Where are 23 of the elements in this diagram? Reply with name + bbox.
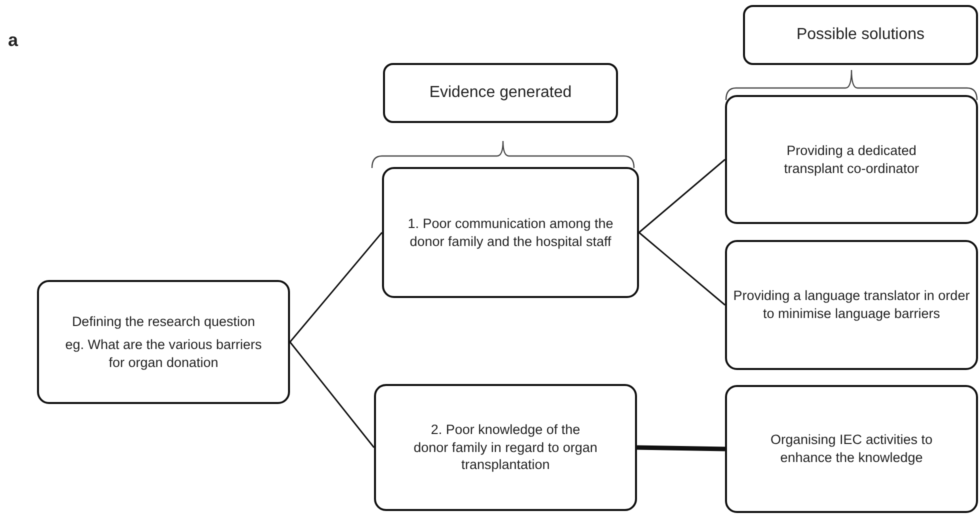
process-box — [374, 384, 637, 511]
panel-letter: a — [8, 30, 18, 51]
connector-line — [289, 342, 375, 448]
box-text: Possible solutions — [796, 24, 925, 45]
process-box — [725, 385, 978, 513]
box-text: Evidence generated — [429, 82, 572, 103]
box-text: 2. Poor knowledge of the donor family in regard to organ transplantation — [412, 421, 598, 474]
box-text: Providing a language translator in order to minimise language barriers — [732, 287, 971, 323]
connector-line — [638, 232, 726, 306]
process-box — [725, 240, 978, 370]
box-text: 1. Poor communication among the donor family and the hospital staff — [406, 214, 614, 250]
box-text: Defining the research question — [72, 312, 256, 330]
box-note: eg. What are the various barriers for organ donation — [64, 336, 263, 372]
box-text: Organising IEC activities to enhance the knowledge — [769, 431, 934, 467]
box-text: Providing a dedicated transplant co-ordinator — [782, 142, 920, 178]
connector-line — [289, 232, 383, 342]
process-box — [37, 280, 290, 404]
process-box — [725, 95, 978, 224]
connector-line — [638, 158, 726, 234]
heading-box — [743, 5, 978, 65]
process-box — [382, 167, 639, 298]
heading-box — [383, 63, 618, 123]
connector-line — [636, 445, 726, 452]
